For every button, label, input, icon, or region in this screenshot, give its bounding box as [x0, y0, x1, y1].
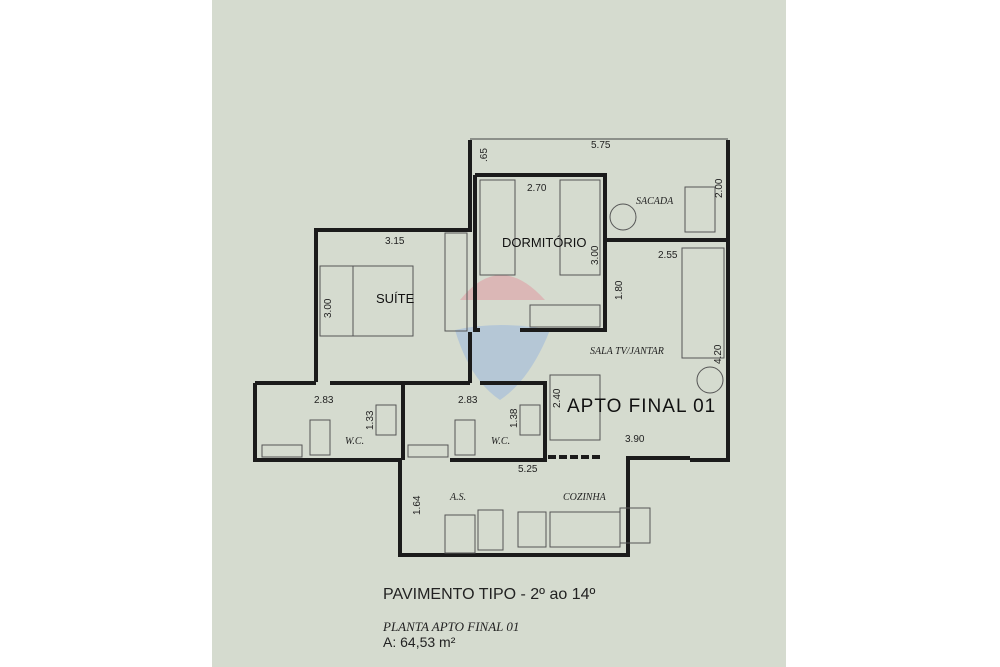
dim-sacada-left: .65 [479, 148, 490, 162]
remax-watermark [455, 275, 550, 400]
plan-subtitle: PLANTA APTO FINAL 01 [383, 619, 520, 634]
walls [253, 138, 730, 557]
plan-title: PAVIMENTO TIPO - 2º ao 14º [383, 586, 596, 603]
room-label-suite: SUÍTE [376, 291, 415, 306]
furniture [261, 179, 725, 554]
dim-living-width: 3.90 [625, 434, 645, 445]
room-label-wc-2: W.C. [491, 436, 510, 447]
dim-kitchen-depth: 1.64 [412, 495, 423, 515]
dim-wc1-depth: 1.33 [365, 410, 376, 430]
apartment-label: APTO FINAL 01 [567, 396, 716, 417]
room-label-as: A.S. [449, 492, 466, 503]
dim-kitchen-width: 5.25 [518, 464, 538, 475]
dim-dorm-depth: 3.00 [590, 245, 601, 265]
room-label-wc-1: W.C. [345, 436, 364, 447]
dim-sala-a: 1.80 [614, 280, 625, 300]
dim-wc2-width: 2.83 [458, 395, 478, 406]
dim-sala-depth: 4.20 [713, 344, 724, 364]
room-label-dormitorio: DORMITÓRIO [502, 235, 587, 250]
dim-sacada-depth: 2.00 [714, 178, 725, 198]
dim-wc1-width: 2.83 [314, 395, 334, 406]
room-label-sala: SALA TV/JANTAR [590, 346, 664, 357]
plan-area: A: 64,53 m² [383, 634, 456, 650]
dim-suite-width: 3.15 [385, 236, 405, 247]
dim-sala-width: 2.55 [658, 250, 678, 261]
dim-wc2-depth: 1.38 [509, 408, 520, 428]
dim-jantar-depth: 2.40 [552, 388, 563, 408]
room-label-sacada: SACADA [636, 196, 674, 207]
dim-sacada-width: 5.75 [591, 140, 611, 151]
dim-suite-depth: 3.00 [323, 298, 334, 318]
room-label-cozinha: COZINHA [563, 492, 607, 503]
dim-dorm-width: 2.70 [527, 183, 547, 194]
